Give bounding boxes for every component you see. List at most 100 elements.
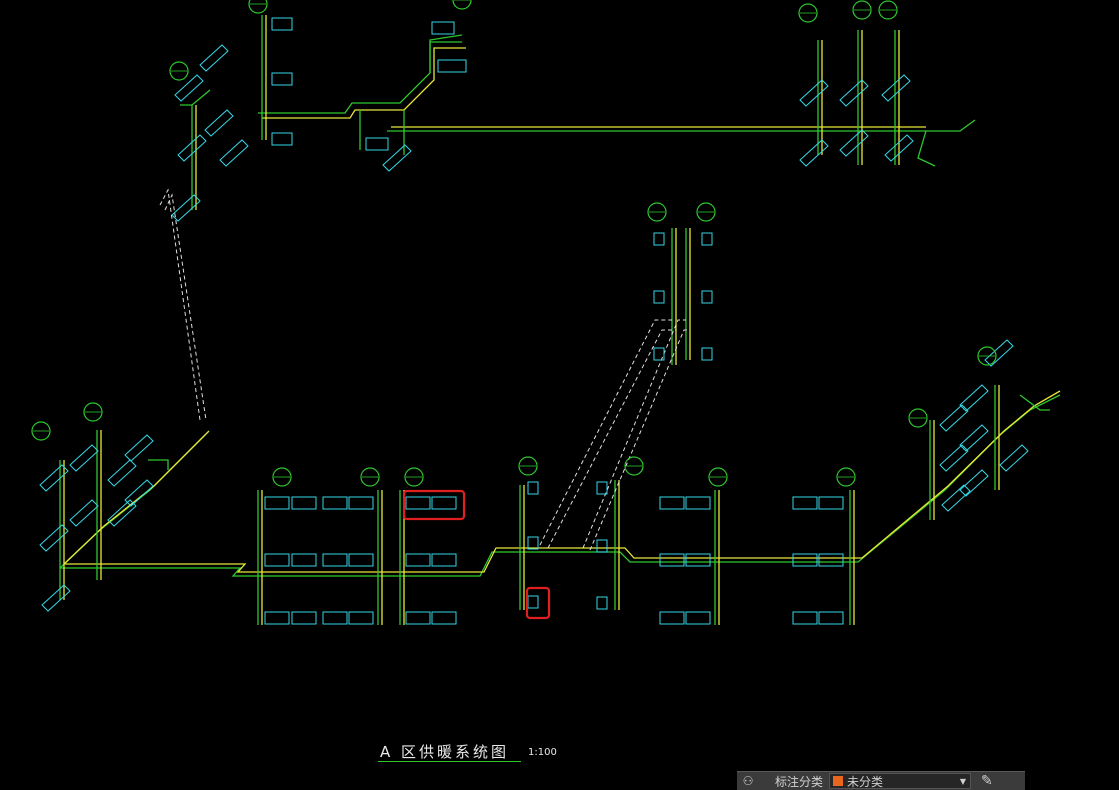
annotation-category-dropdown[interactable]: 未分类 ▼	[829, 773, 972, 789]
slanted-radiator-13	[107, 499, 137, 527]
radiator-30	[792, 496, 818, 510]
radiator-31	[818, 496, 844, 510]
radiator-11	[431, 496, 457, 510]
slanted-radiator-9	[107, 459, 137, 487]
radiator-36	[527, 481, 539, 495]
radiator-10	[405, 496, 431, 510]
glasses-icon[interactable]: ⚇	[742, 774, 754, 788]
annotation-category-panel: ⚇ 标注分类 未分类 ▼ ✎	[737, 771, 1025, 790]
title-underline	[378, 761, 521, 762]
connect-right-branch	[1019, 394, 1050, 411]
slanted-radiator-17	[839, 79, 869, 107]
slanted-radiator-25	[959, 424, 989, 452]
slanted-radiator-22	[939, 404, 969, 432]
category-color-swatch	[833, 776, 844, 786]
riser-marker-3	[798, 3, 818, 23]
slanted-radiator-29	[984, 339, 1014, 367]
slanted-radiator-23	[959, 384, 989, 412]
annotation-category-label: 标注分类	[775, 774, 824, 789]
riser-marker-17	[977, 346, 997, 366]
radiator-23	[431, 611, 457, 625]
slanted-radiator-18	[881, 74, 911, 102]
riser-marker-4	[852, 0, 872, 20]
highlight-radiator-single	[525, 586, 551, 620]
slanted-radiator-19	[799, 139, 829, 167]
riser-marker-15	[647, 202, 667, 222]
radiator-5	[365, 137, 389, 151]
riser-marker-14	[836, 467, 856, 487]
slanted-radiator-27	[959, 469, 989, 497]
radiator-27	[685, 553, 711, 567]
pencil-edit-icon[interactable]: ✎	[981, 773, 993, 789]
chevron-down-icon: ▼	[959, 776, 967, 786]
radiator-47	[701, 347, 713, 361]
radiator-15	[348, 553, 374, 567]
dashed-riser-left-a	[159, 188, 201, 421]
radiator-40	[596, 539, 608, 553]
radiator-17	[431, 553, 457, 567]
radiator-1	[271, 72, 293, 86]
riser-marker-6	[31, 421, 51, 441]
riser-marker-2	[452, 0, 472, 10]
riser-m-cap	[180, 89, 211, 106]
dashed-risers	[159, 188, 690, 551]
radiator-46	[653, 347, 665, 361]
riser-marker-8	[272, 467, 292, 487]
pipe-network	[59, 15, 1061, 625]
slanted-radiator-6	[382, 144, 412, 172]
slanted-radiator-2	[177, 134, 207, 162]
riser-marker-16	[696, 202, 716, 222]
riser-marker-10	[404, 467, 424, 487]
radiator-45	[701, 290, 713, 304]
radiator-22	[405, 611, 431, 625]
riser-marker-11	[518, 456, 538, 476]
radiator-14	[322, 553, 348, 567]
slanted-radiator-0	[174, 74, 204, 102]
slanted-radiator-20	[839, 129, 869, 157]
radiator-16	[405, 553, 431, 567]
radiator-37	[527, 536, 539, 550]
category-selected-value: 未分类	[847, 774, 884, 789]
radiator-13	[291, 553, 317, 567]
riser-marker-9	[360, 467, 380, 487]
slanted-radiator-11	[39, 524, 69, 552]
radiator-21	[348, 611, 374, 625]
slanted-radiator-28	[999, 444, 1029, 472]
radiator-6	[264, 496, 290, 510]
radiator-38	[527, 595, 539, 609]
riser-marker-0	[248, 0, 268, 14]
slanted-radiator-8	[69, 444, 99, 472]
riser-marker-18	[908, 408, 928, 428]
riser-marker-12	[624, 456, 644, 476]
radiator-layer	[39, 17, 1029, 625]
radiator-33	[818, 553, 844, 567]
riser-marker-7	[83, 402, 103, 422]
return-main-top	[262, 47, 466, 119]
radiator-34	[792, 611, 818, 625]
radiator-19	[291, 611, 317, 625]
dashed-riser-mid-d	[589, 329, 690, 551]
radiator-41	[596, 596, 608, 610]
slanted-radiator-7	[39, 464, 69, 492]
radiator-42	[653, 232, 665, 246]
highlight-layer	[402, 489, 551, 620]
dashed-riser-mid-a	[539, 319, 672, 546]
radiator-3	[431, 21, 455, 35]
radiator-2	[271, 132, 293, 146]
radiator-12	[264, 553, 290, 567]
slanted-radiator-26	[941, 484, 971, 512]
radiator-7	[291, 496, 317, 510]
highlight-radiator-pair	[402, 489, 466, 521]
radiator-43	[701, 232, 713, 246]
return-main-bottom	[64, 390, 1061, 573]
left-stub	[148, 459, 169, 470]
radiator-25	[685, 496, 711, 510]
slanted-radiator-21	[884, 134, 914, 162]
slanted-radiator-5	[171, 194, 201, 222]
radiator-20	[322, 611, 348, 625]
drawing-scale: 1:100	[528, 747, 557, 758]
left-diagonal-return	[63, 430, 210, 565]
radiator-9	[348, 496, 374, 510]
radiator-24	[659, 496, 685, 510]
